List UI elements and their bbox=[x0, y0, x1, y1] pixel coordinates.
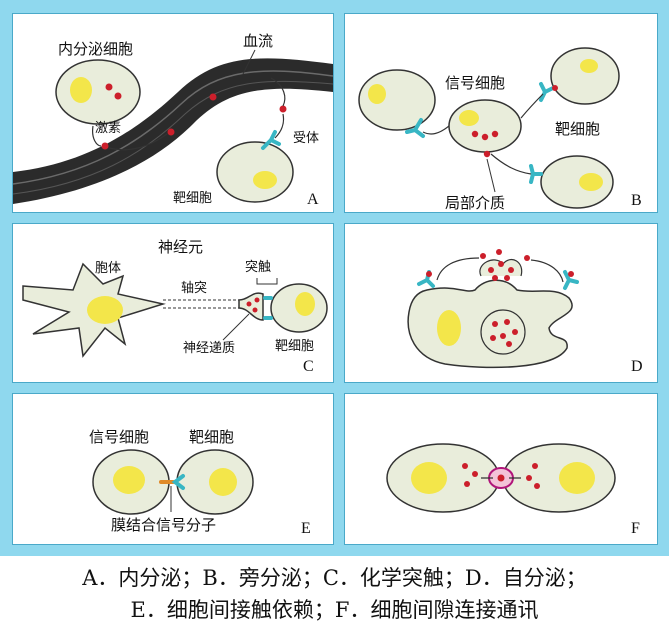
panel-b-letter: B bbox=[631, 192, 642, 209]
label-receptor: 受体 bbox=[293, 131, 320, 146]
label-neuron: 神经元 bbox=[158, 238, 204, 256]
panel-e-drawing bbox=[92, 449, 254, 515]
panel-c-drawing bbox=[22, 262, 328, 358]
panel-f-drawing bbox=[386, 443, 616, 513]
panel-a-letter: A bbox=[307, 191, 319, 208]
panel-d-drawing bbox=[407, 249, 579, 369]
panel-a-drawing bbox=[13, 49, 333, 204]
endocrine-cell bbox=[55, 59, 141, 125]
panel-c-letter: C bbox=[303, 358, 314, 375]
label-target-cell: 靶细胞 bbox=[555, 120, 601, 138]
target-cell bbox=[216, 141, 294, 203]
label-signal-cell: 信号细胞 bbox=[445, 74, 506, 92]
target-nucleus bbox=[253, 171, 277, 189]
signal-cell bbox=[448, 99, 522, 153]
caption-line-2: E．细胞间接触依赖；F．细胞间隙连接通讯 bbox=[130, 598, 539, 622]
label-neurotransmitter: 神经递质 bbox=[183, 341, 236, 356]
caption-line-1: A．内分泌；B．旁分泌；C．化学突触；D．自分泌； bbox=[82, 566, 587, 590]
label-endocrine-cell: 内分泌细胞 bbox=[58, 40, 134, 58]
panel-d-letter: D bbox=[631, 358, 643, 375]
label-signal-cell: 信号细胞 bbox=[89, 428, 150, 446]
label-target-cell: 靶细胞 bbox=[173, 191, 213, 206]
label-local-mediator: 局部介质 bbox=[445, 194, 506, 212]
figure-caption: A．内分泌；B．旁分泌；C．化学突触；D．自分泌； E．细胞间接触依赖；F．细胞… bbox=[0, 562, 669, 626]
panel-b-drawing bbox=[358, 47, 620, 209]
panel-f-letter: F bbox=[631, 520, 640, 537]
panel-b-paracrine: 信号细胞 靶细胞 局部介质 B bbox=[344, 13, 658, 213]
label-target-cell: 靶细胞 bbox=[275, 339, 315, 354]
panel-e-contact: 信号细胞 靶细胞 膜结合信号分子 E bbox=[12, 393, 334, 545]
label-synapse: 突触 bbox=[245, 260, 272, 275]
panel-d-autocrine: D bbox=[344, 223, 658, 383]
label-axon: 轴突 bbox=[181, 281, 208, 296]
figure-frame: 内分泌细胞 血流 激素 受体 靶细胞 A 信号细胞 bbox=[0, 0, 669, 556]
panel-f-gap-junction: F bbox=[344, 393, 658, 545]
label-target-cell: 靶细胞 bbox=[189, 428, 235, 446]
panel-a-endocrine: 内分泌细胞 血流 激素 受体 靶细胞 A bbox=[12, 13, 334, 213]
panel-e-letter: E bbox=[301, 520, 311, 537]
endocrine-nucleus bbox=[70, 77, 92, 103]
label-blood-flow: 血流 bbox=[243, 32, 274, 50]
axon-terminal bbox=[238, 292, 264, 321]
hormone-molecule bbox=[101, 142, 109, 150]
target-cell-right-top bbox=[550, 47, 620, 105]
panel-c-synapse: 神经元 胞体 突触 轴突 神经递质 靶细胞 C bbox=[12, 223, 334, 383]
target-cell-right-bottom bbox=[540, 155, 614, 209]
receptor bbox=[261, 130, 281, 150]
label-membrane-bound-molecule: 膜结合信号分子 bbox=[111, 516, 217, 534]
label-cell-body: 胞体 bbox=[95, 261, 122, 276]
label-hormone: 激素 bbox=[95, 121, 122, 136]
